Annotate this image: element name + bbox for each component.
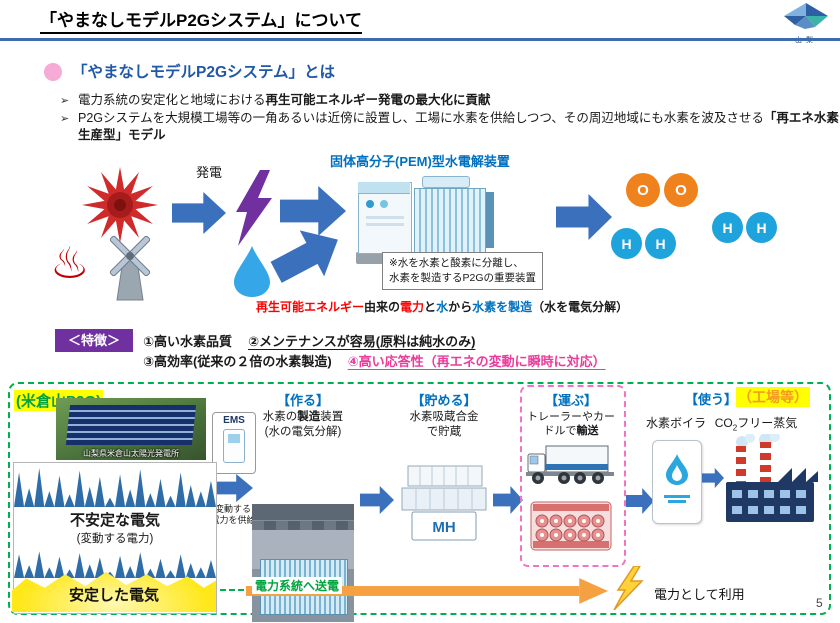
grid-transmission-arrow-icon bbox=[246, 578, 608, 604]
ems-box: EMS bbox=[212, 412, 256, 474]
oxygen-molecule-icon: O bbox=[626, 173, 660, 207]
gas-cylinder-cradle-icon bbox=[530, 501, 612, 551]
electrolyzer-illustration bbox=[352, 168, 498, 264]
ems-device-icon bbox=[223, 429, 245, 463]
flow-arrow-icon bbox=[702, 468, 724, 488]
supply-note: 変動する 電力を供給 bbox=[210, 504, 256, 525]
page-title: 「やまなしモデルP2Gシステム」について bbox=[40, 6, 362, 34]
komekurayama-flow-panel bbox=[8, 382, 831, 615]
hydrogen-molecule-icon: H bbox=[611, 228, 642, 259]
features-line-2: ③高効率(従来の２倍の水素製造)④高い応答性（再エネの変動に瞬時に対応） bbox=[143, 354, 606, 369]
unstable-power-title: 不安定な電気 bbox=[69, 512, 160, 529]
carry-text-2: ドルで輸送 bbox=[543, 425, 599, 437]
flow-arrow-icon bbox=[626, 488, 654, 514]
flow-arrow-icon bbox=[493, 486, 523, 514]
carry-text-1: トレーラーやカー bbox=[527, 411, 615, 423]
solar-panels bbox=[65, 405, 197, 446]
fluctuating-power-graph bbox=[14, 468, 216, 507]
note-line-2: 水素を製造するP2Gの重要装置 bbox=[389, 272, 537, 284]
bullet-arrow-icon: ➢ bbox=[60, 113, 70, 125]
pink-bullet-icon bbox=[44, 63, 62, 81]
water-drop-icon bbox=[234, 246, 270, 297]
flow-arrow-icon bbox=[360, 486, 394, 514]
make-title: 【作る】 bbox=[276, 393, 329, 408]
sun-icon bbox=[82, 167, 158, 243]
boiler-label: 水素ボイラ bbox=[645, 416, 706, 430]
pem-electrolyzer-label: 固体高分子(PEM)型水電解装置 bbox=[330, 154, 510, 169]
generation-label: 発電 bbox=[196, 165, 223, 180]
hydrogen-molecule-icon: H bbox=[645, 228, 676, 259]
power-bolt-icon bbox=[613, 566, 644, 610]
solar-plant-photo: 山梨県米倉山太陽光発電所 bbox=[56, 398, 206, 460]
hydrogen-molecule-icon: H bbox=[746, 212, 777, 243]
power-use-label: 電力として利用 bbox=[654, 587, 745, 602]
electricity-bolt-icon bbox=[236, 170, 272, 246]
trailer-truck-icon bbox=[526, 445, 614, 484]
unstable-power-sub: (変動する電力) bbox=[76, 533, 154, 545]
hydrogen-storage-tanks-icon: MH bbox=[401, 465, 487, 541]
store-text-2: で貯蔵 bbox=[426, 426, 462, 438]
carry-title: 【運ぶ】 bbox=[544, 393, 597, 408]
bullet1-bold: 再生可能エネルギー発電の最大化に貢献 bbox=[265, 93, 491, 107]
flow-arrow-icon bbox=[556, 194, 612, 240]
bullet2-text: P2Gシステムを大規模工場等の一角あるいは近傍に設置し、工場に水素を供給しつつ、… bbox=[78, 111, 764, 125]
bullet1-text: 電力系統の安定化と地域における bbox=[78, 93, 266, 107]
page-number: 5 bbox=[816, 596, 823, 610]
transport-panel bbox=[520, 385, 626, 567]
steam-label: CO2フリー蒸気 bbox=[714, 416, 798, 433]
flow-arrow-icon bbox=[280, 186, 346, 236]
bullet-item-1: ➢ 電力系統の安定化と地域における再生可能エネルギー発電の最大化に貢献 bbox=[58, 92, 840, 109]
hot-spring-icon: ♨ bbox=[50, 239, 90, 288]
store-title: 【貯める】 bbox=[411, 393, 477, 408]
flow-arrow-icon bbox=[270, 230, 338, 283]
bullet2-bold: 「再エネ水素生産型」モデル bbox=[78, 111, 839, 142]
grid-transmission-label: 電力系統へ送電 bbox=[252, 577, 343, 594]
oxygen-molecule-icon: O bbox=[664, 173, 698, 207]
electrolyzer-note: ※水を水素と酸素に分離し、 水素を製造するP2Gの重要装置 bbox=[382, 252, 544, 290]
flame-icon bbox=[666, 454, 688, 485]
title-rule bbox=[0, 38, 840, 41]
flow-arrow-icon bbox=[213, 474, 253, 502]
use-title: 【使う】 bbox=[684, 392, 737, 407]
note-line-1: ※水を水素と酸素に分離し、 bbox=[389, 257, 524, 269]
tank-label: MH bbox=[432, 519, 455, 536]
bullet-item-2: ➢ P2Gシステムを大規模工場等の一角あるいは近傍に設置し、工場に水素を供給しつ… bbox=[58, 110, 840, 144]
windmill-icon bbox=[109, 235, 151, 301]
section-heading: 「やまなしモデルP2Gシステム」とは bbox=[72, 64, 336, 81]
stable-power-label: 安定した電気 bbox=[68, 587, 159, 604]
factory-tag: （工場等） bbox=[736, 387, 810, 407]
photo-caption: 山梨県米倉山太陽光発電所 bbox=[83, 449, 179, 458]
hydrogen-boiler-icon bbox=[652, 440, 702, 524]
make-text-1: 水素の製造装置 bbox=[262, 411, 344, 423]
make-text-2: (水の電気分解) bbox=[264, 426, 342, 438]
fluctuating-power-graph bbox=[14, 551, 216, 578]
yamanashi-logo-icon bbox=[784, 3, 828, 29]
features-badge: ＜特徴＞ bbox=[55, 329, 133, 352]
hydrogen-molecule-icon: H bbox=[712, 212, 743, 243]
store-text-1: 水素吸蔵合金 bbox=[409, 411, 479, 423]
ems-label: EMS bbox=[223, 415, 245, 426]
factory-icon bbox=[726, 434, 818, 522]
grid-dash-connector bbox=[220, 589, 244, 591]
bullet-arrow-icon: ➢ bbox=[60, 95, 70, 107]
electrolyzer-plant-photo bbox=[252, 504, 354, 622]
flow-arrow-icon bbox=[172, 192, 226, 234]
formula-line: 再生可能エネルギー由来の電力と水から水素を製造（水を電気分解） bbox=[256, 300, 629, 314]
